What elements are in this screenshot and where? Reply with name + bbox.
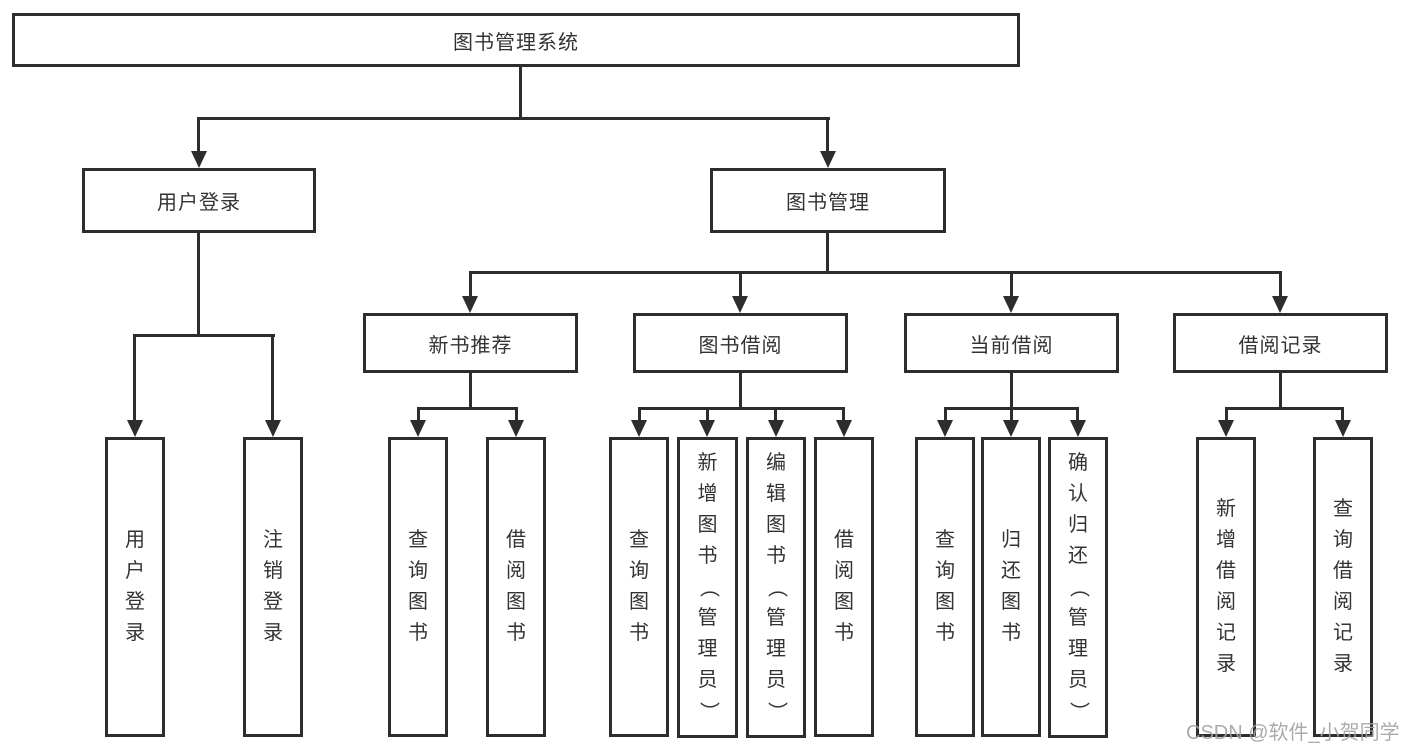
arrowhead-down-icon <box>265 420 281 437</box>
arrowhead-down-icon <box>631 420 647 437</box>
leaf-query-books-borrowing: 查询图书 <box>609 437 669 737</box>
node-label: 借阅图书 <box>834 529 854 644</box>
arrowhead-down-icon <box>1218 420 1234 437</box>
connector-root-stem <box>519 67 522 118</box>
leaf-query-books-current: 查询图书 <box>915 437 975 737</box>
connector-to-leaf <box>271 334 274 422</box>
node-label: 查询图书 <box>935 529 955 644</box>
node-label: 图书管理系统 <box>453 31 579 54</box>
connector-stem <box>469 373 472 409</box>
arrowhead-down-icon <box>1003 420 1019 437</box>
connector-to-new-book <box>469 271 472 298</box>
arrowhead-down-icon <box>462 296 478 313</box>
arrowhead-down-icon <box>1272 296 1288 313</box>
arrowhead-down-icon <box>732 296 748 313</box>
node-book-management: 图书管理 <box>710 168 946 233</box>
connector-stem <box>1279 373 1282 409</box>
node-label: 借阅记录 <box>1238 334 1323 357</box>
arrowhead-down-icon <box>836 420 852 437</box>
connector-to-leaf <box>133 334 136 422</box>
node-label: 查询借阅记录 <box>1333 498 1353 675</box>
leaf-query-books-recommend: 查询图书 <box>388 437 448 737</box>
leaf-add-book-admin: 新增图书（管理员） <box>677 437 738 738</box>
connector-hline <box>638 407 845 410</box>
connector-to-book-management <box>826 117 829 153</box>
node-label: 确认归还（管理员） <box>1067 452 1090 722</box>
leaf-confirm-return-admin: 确认归还（管理员） <box>1048 437 1108 738</box>
connector-to-current-borrow <box>1010 271 1013 298</box>
connector-root-hline <box>198 117 830 120</box>
leaf-borrow-books-recommend: 借阅图书 <box>486 437 546 737</box>
node-user-login: 用户登录 <box>82 168 316 233</box>
node-label: 编辑图书（管理员） <box>765 452 788 722</box>
connector-hline <box>1225 407 1344 410</box>
arrowhead-down-icon <box>1003 296 1019 313</box>
connector-to-leaf <box>1010 407 1013 422</box>
node-label: 用户登录 <box>125 529 145 644</box>
arrowhead-down-icon <box>820 151 836 168</box>
leaf-add-borrow-record: 新增借阅记录 <box>1196 437 1256 737</box>
arrowhead-down-icon <box>768 420 784 437</box>
connector-book-mgmt-hline <box>469 271 1282 274</box>
connector-to-leaf <box>1341 407 1344 422</box>
leaf-logout: 注销登录 <box>243 437 303 737</box>
connector-book-mgmt-stem <box>826 233 829 274</box>
connector-to-leaf <box>944 407 947 422</box>
connector-hline <box>417 407 518 410</box>
leaf-return-books: 归还图书 <box>981 437 1041 737</box>
connector-to-leaf <box>1076 407 1079 422</box>
arrowhead-down-icon <box>410 420 426 437</box>
node-label: 注销登录 <box>263 529 283 644</box>
connector-to-user-login <box>197 117 200 153</box>
connector-stem <box>1010 373 1013 409</box>
arrowhead-down-icon <box>508 420 524 437</box>
leaf-edit-book-admin: 编辑图书（管理员） <box>746 437 806 738</box>
node-label: 新书推荐 <box>428 334 513 357</box>
node-label: 借阅图书 <box>506 529 526 644</box>
connector-to-leaf <box>417 407 420 422</box>
arrowhead-down-icon <box>1335 420 1351 437</box>
arrowhead-down-icon <box>699 420 715 437</box>
connector-to-borrow-record <box>1279 271 1282 298</box>
node-label: 新增图书（管理员） <box>697 452 719 722</box>
node-label: 图书借阅 <box>698 334 783 357</box>
node-borrowing-records: 借阅记录 <box>1173 313 1388 373</box>
leaf-borrow-books-borrowing: 借阅图书 <box>814 437 874 737</box>
connector-stem <box>739 373 742 409</box>
arrowhead-down-icon <box>937 420 953 437</box>
arrowhead-down-icon <box>127 420 143 437</box>
node-new-book-recommendation: 新书推荐 <box>363 313 578 373</box>
csdn-watermark: CSDN @软件_小贺同学 <box>1186 722 1400 744</box>
connector-to-leaf <box>1225 407 1228 422</box>
connector-user-login-hline <box>134 334 275 337</box>
node-label: 归还图书 <box>1001 529 1021 644</box>
connector-to-leaf <box>638 407 641 422</box>
connector-user-login-stem <box>197 233 200 336</box>
connector-to-leaf <box>774 407 777 422</box>
node-current-borrowing: 当前借阅 <box>904 313 1119 373</box>
node-label: 当前借阅 <box>969 334 1054 357</box>
node-label: 查询图书 <box>629 529 649 644</box>
node-label: 查询图书 <box>408 529 428 644</box>
arrowhead-down-icon <box>191 151 207 168</box>
leaf-user-login: 用户登录 <box>105 437 165 737</box>
node-label: 新增借阅记录 <box>1216 498 1236 675</box>
leaf-query-borrow-record: 查询借阅记录 <box>1313 437 1373 737</box>
node-label: 用户登录 <box>157 192 241 214</box>
node-label: 图书管理 <box>786 192 870 214</box>
arrowhead-down-icon <box>1070 420 1086 437</box>
connector-to-leaf <box>842 407 845 422</box>
connector-to-leaf <box>515 407 518 422</box>
connector-to-leaf <box>706 407 709 422</box>
connector-to-book-borrow <box>739 271 742 298</box>
node-book-borrowing: 图书借阅 <box>633 313 848 373</box>
node-library-management-system: 图书管理系统 <box>12 13 1020 67</box>
